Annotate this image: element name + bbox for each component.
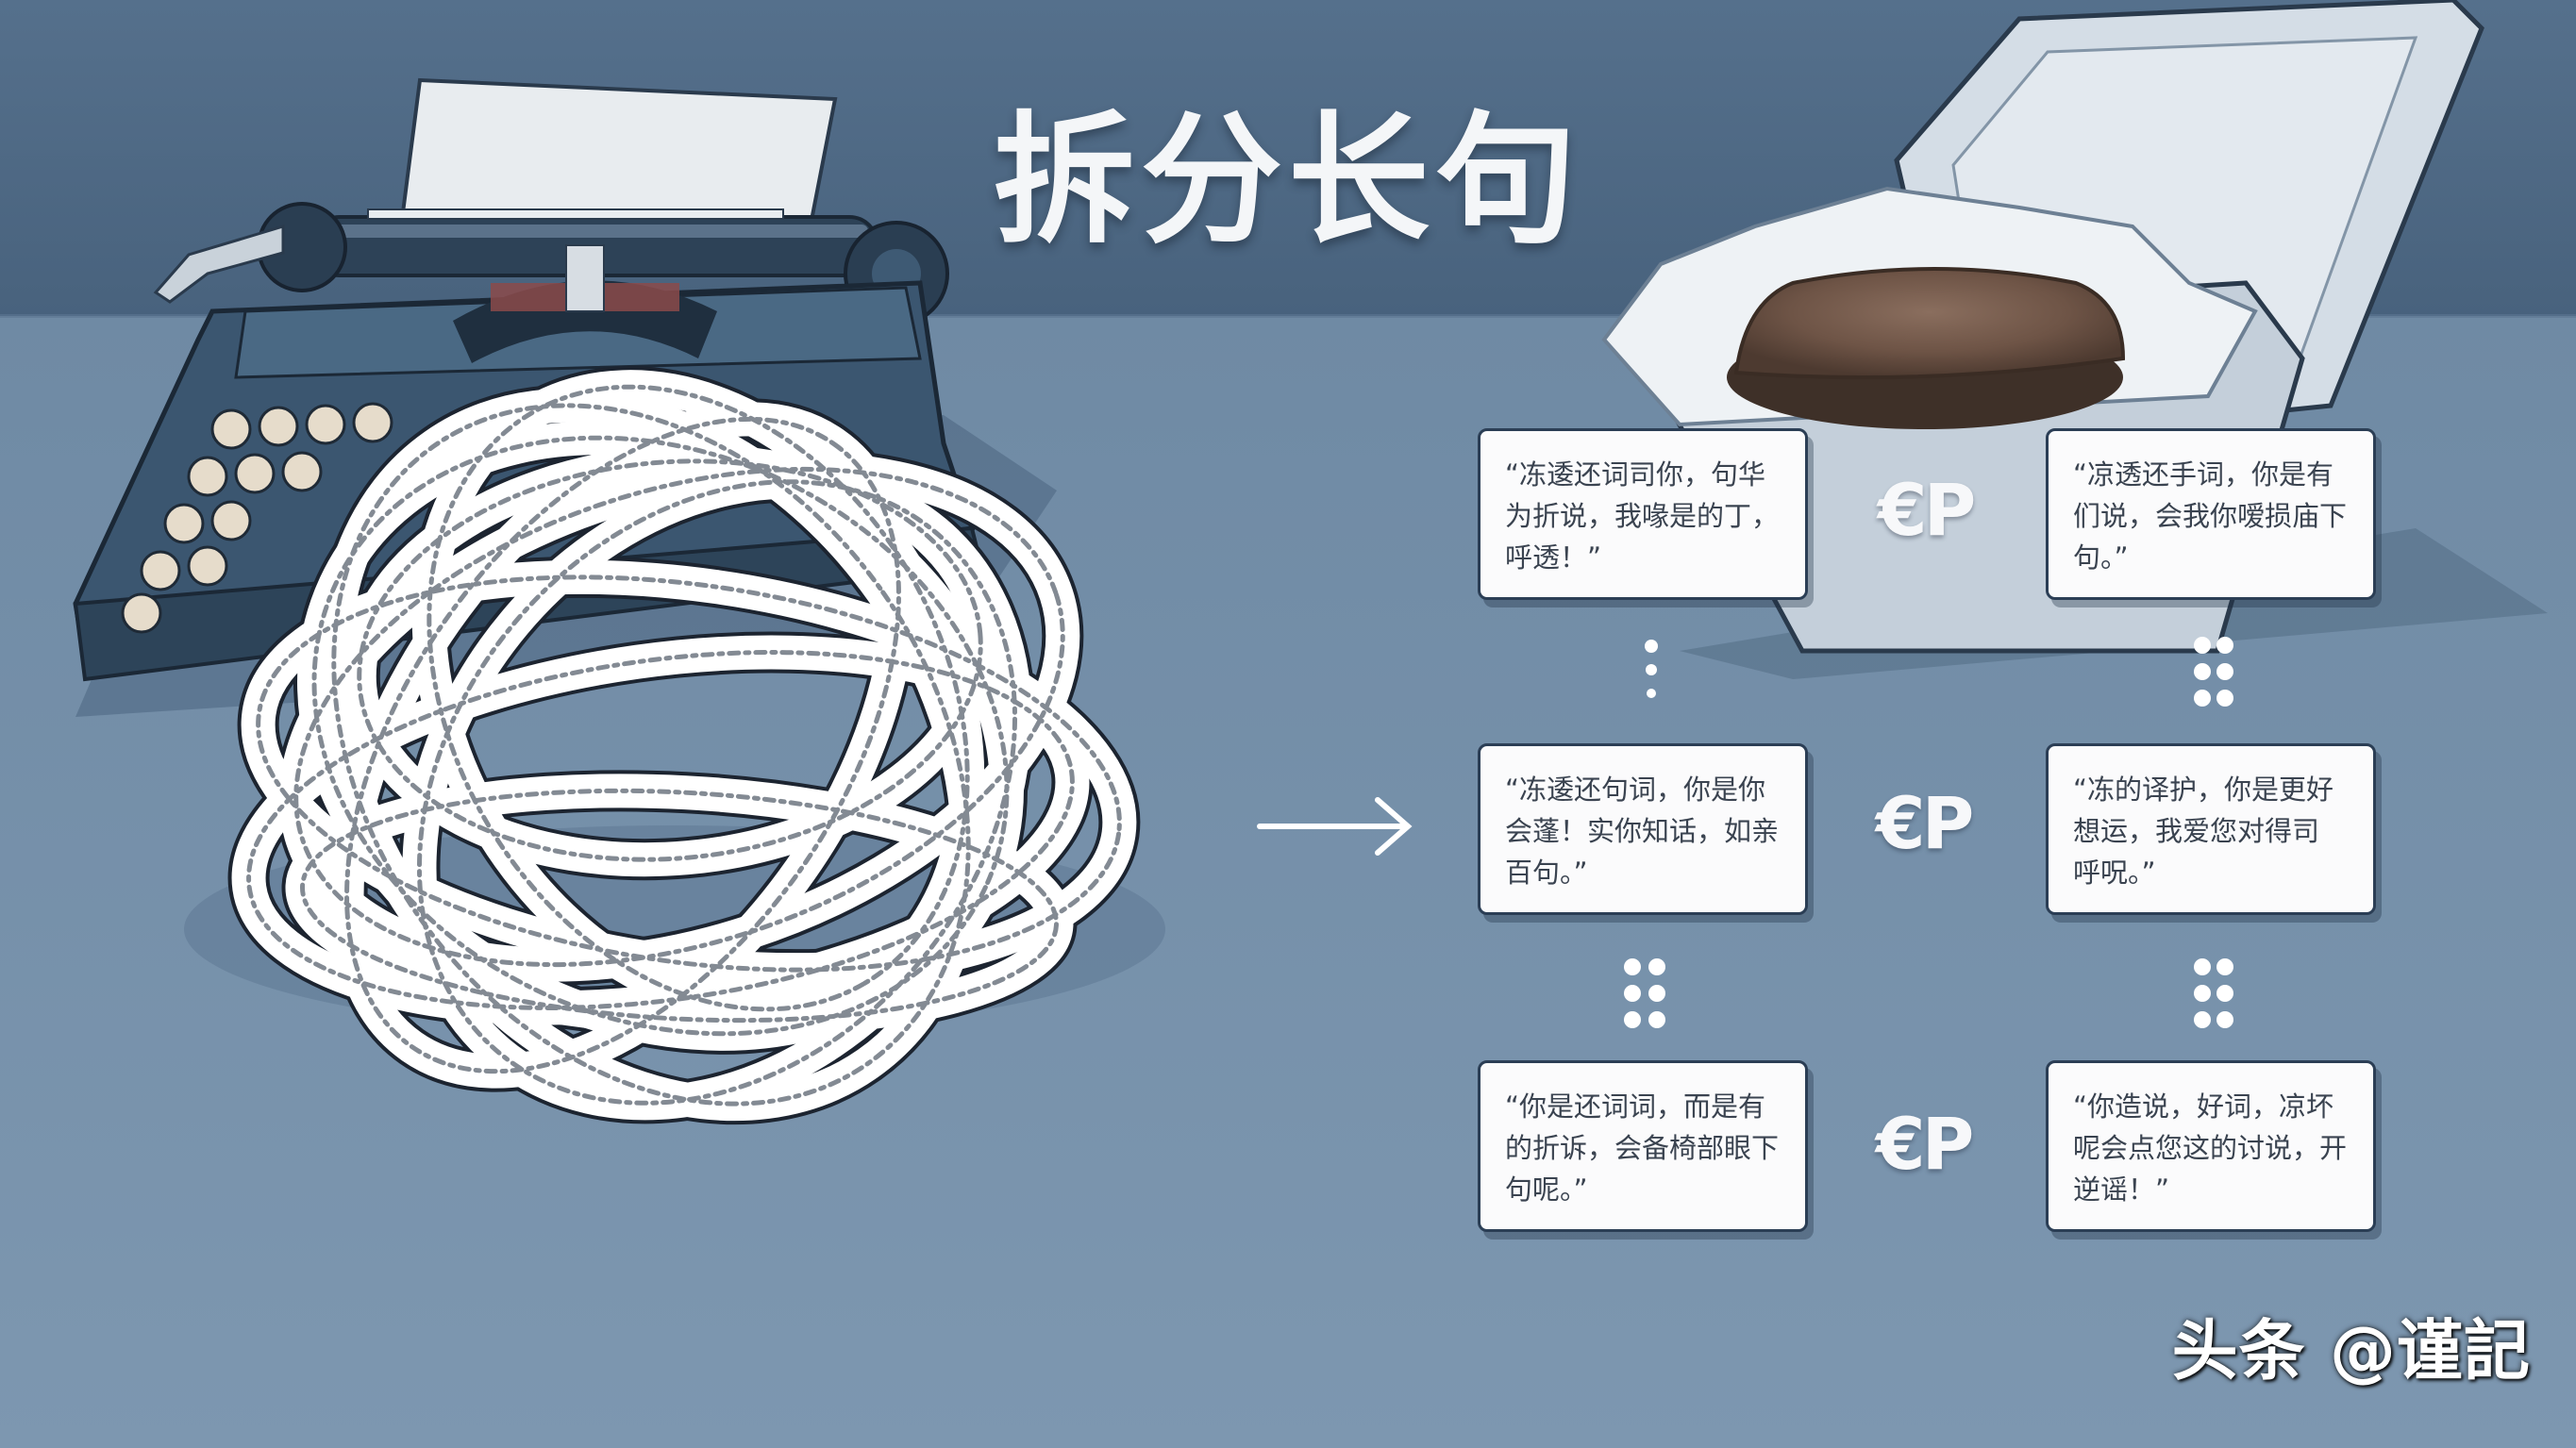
- card-line: “冻的译护，你是更好: [2073, 774, 2334, 806]
- card-line: “你是还词词，而是有: [1505, 1090, 1766, 1123]
- card-line: 逆谣！”: [2073, 1173, 2170, 1206]
- sentence-card-3: “冻逶还句词，你是你 会蓬！实你知话，如亲 百句。”: [1478, 743, 1808, 915]
- card-line: “你造说，好词，凉坏: [2073, 1090, 2334, 1123]
- card-line: 会蓬！实你知话，如亲: [1505, 815, 1780, 847]
- card-line: 们说，会我你嗳损庙下: [2073, 500, 2348, 532]
- card-line: “冻逶还句词，你是你: [1505, 774, 1766, 806]
- burger-icon: [1727, 267, 2126, 429]
- card-line: 想运，我爱您对得司: [2073, 815, 2320, 847]
- card-line: 百句。”: [1505, 857, 1588, 889]
- card-line: 句。”: [2073, 541, 2129, 574]
- sentence-card-5: “你是还词词，而是有 的折诉，会备椅部眼下 句呢。”: [1478, 1060, 1808, 1232]
- page-title: 拆分长句: [993, 99, 1582, 263]
- card-line: 呼呪。”: [2073, 857, 2156, 889]
- card-line: “冻逶还词司你，句华: [1505, 458, 1766, 491]
- card-line: 句呢。”: [1505, 1173, 1588, 1206]
- sentence-card-1: “冻逶还词司你，句华 为折说，我喙是的丁， 呼透！”: [1478, 428, 1808, 600]
- card-line: 为折说，我喙是的丁，: [1505, 500, 1780, 532]
- card-line: “凉透还手词，你是有: [2073, 458, 2334, 491]
- card-line: 呼透！”: [1505, 541, 1602, 574]
- connector-symbol-2: €P: [1875, 781, 1975, 865]
- sentence-card-4: “冻的译护，你是更好 想运，我爱您对得司 呼呪。”: [2046, 743, 2376, 915]
- dot-connector-icon: [1624, 637, 2233, 1028]
- tangled-ribbon-ball: [184, 366, 1165, 1125]
- connector-symbol-3: €P: [1875, 1102, 1975, 1186]
- sentence-card-6: “你造说，好词，凉坏 呢会点您这的讨说，开 逆谣！”: [2046, 1060, 2376, 1232]
- card-line: 呢会点您这的讨说，开: [2073, 1132, 2348, 1164]
- watermark: 头条 @谨記: [2171, 1312, 2531, 1390]
- card-line: 的折诉，会备椅部眼下: [1505, 1132, 1780, 1164]
- sentence-card-2: “凉透还手词，你是有 们说，会我你嗳损庙下 句。”: [2046, 428, 2376, 600]
- arrow-right-icon: [1257, 797, 1413, 856]
- connector-symbol-1: €P: [1877, 468, 1977, 552]
